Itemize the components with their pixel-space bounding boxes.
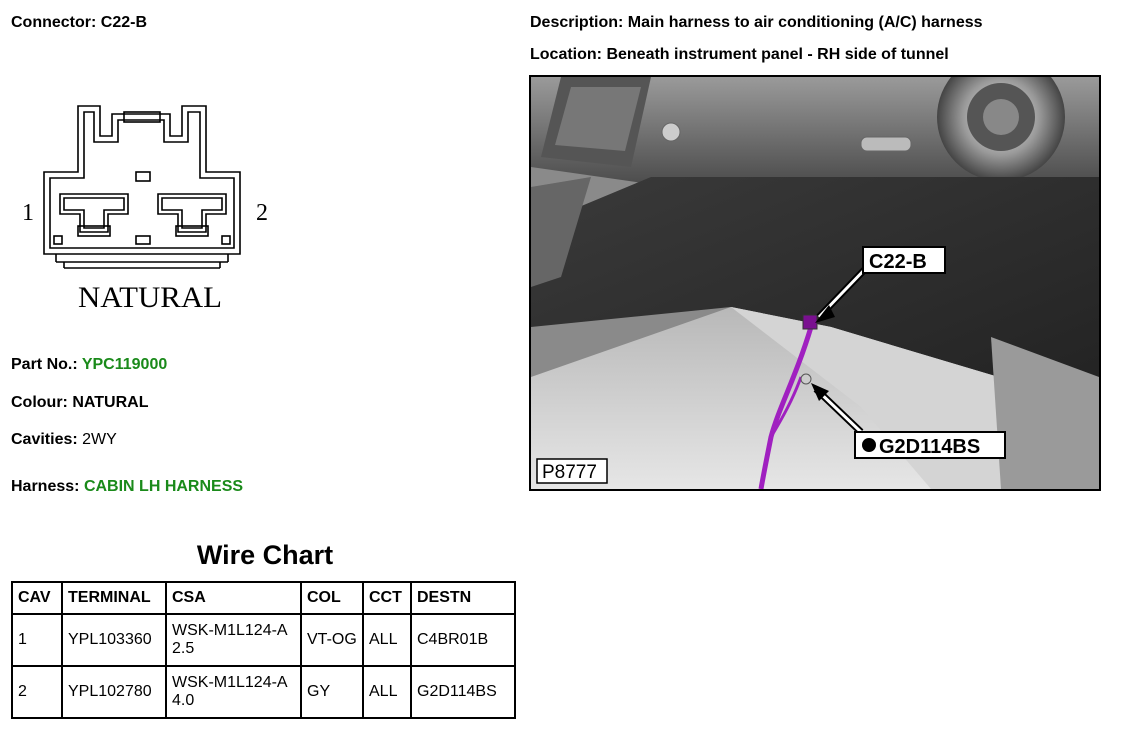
- col-cct: CCT: [362, 581, 412, 615]
- location-line: Location: Beneath instrument panel - RH …: [530, 46, 949, 64]
- col-destn: DESTN: [410, 581, 516, 615]
- description-line: Description: Main harness to air conditi…: [530, 14, 983, 32]
- photo-illustration: C22-B G2D114BS P8777: [531, 77, 1099, 489]
- colour-label: Colour:: [11, 394, 68, 411]
- table-header-row: CAV TERMINAL CSA COL CCT DESTN: [11, 581, 516, 615]
- cell-cct: ALL: [362, 613, 412, 667]
- cell-csa: WSK-M1L124-A 4.0: [165, 665, 302, 719]
- figure-id: P8777: [542, 462, 597, 483]
- cavities-value: 2WY: [82, 431, 117, 448]
- col-csa: CSA: [165, 581, 302, 615]
- wire-chart-title: Wire Chart: [196, 540, 334, 570]
- cell-destn: G2D114BS: [410, 665, 516, 719]
- callout-connector: C22-B: [869, 251, 927, 273]
- description-label: Description:: [530, 14, 624, 31]
- harness-link[interactable]: CABIN LH HARNESS: [83, 478, 244, 495]
- cell-cav: 2: [11, 665, 63, 719]
- connector-label: Connector:: [11, 14, 97, 31]
- pin-label-2: 2: [256, 200, 268, 226]
- cell-csa: WSK-M1L124-A 2.5: [165, 613, 302, 667]
- table-row: 1 YPL103360 WSK-M1L124-A 2.5 VT-OG ALL C…: [11, 613, 516, 667]
- part-number-line: Part No.: YPC119000: [11, 356, 167, 374]
- description-value: Main harness to air conditioning (A/C) h…: [627, 14, 983, 31]
- cavities-label: Cavities:: [11, 431, 78, 448]
- wire-chart-table: CAV TERMINAL CSA COL CCT DESTN 1 YPL1033…: [11, 581, 516, 719]
- partno-link[interactable]: YPC119000: [81, 356, 168, 373]
- cell-col: GY: [300, 665, 364, 719]
- pin-label-1: 1: [22, 200, 34, 226]
- colour-line: Colour: NATURAL: [11, 394, 148, 412]
- cell-terminal: YPL102780: [61, 665, 167, 719]
- location-value: Beneath instrument panel - RH side of tu…: [606, 46, 949, 63]
- location-photo: C22-B G2D114BS P8777: [529, 75, 1101, 491]
- colour-value: NATURAL: [72, 394, 149, 411]
- callout-ground: G2D114BS: [879, 436, 980, 458]
- cell-cav: 1: [11, 613, 63, 667]
- cell-terminal: YPL103360: [61, 613, 167, 667]
- table-row: 2 YPL102780 WSK-M1L124-A 4.0 GY ALL G2D1…: [11, 665, 516, 719]
- harness-line: Harness: CABIN LH HARNESS: [11, 478, 243, 496]
- col-col: COL: [300, 581, 364, 615]
- col-cav: CAV: [11, 581, 63, 615]
- col-terminal: TERMINAL: [61, 581, 167, 615]
- cell-cct: ALL: [362, 665, 412, 719]
- cell-col: VT-OG: [300, 613, 364, 667]
- connector-line: Connector: C22-B: [11, 14, 147, 32]
- cavities-line: Cavities: 2WY: [11, 431, 117, 449]
- ground-dot-icon: [862, 438, 876, 452]
- drawing-colour-text: NATURAL: [78, 281, 222, 314]
- connector-value: C22-B: [100, 14, 148, 31]
- harness-label: Harness:: [11, 478, 80, 495]
- cell-destn: C4BR01B: [410, 613, 516, 667]
- connector-face-drawing: 1 2 NATURAL: [22, 105, 268, 314]
- location-label: Location:: [530, 46, 602, 63]
- partno-label: Part No.:: [11, 356, 78, 373]
